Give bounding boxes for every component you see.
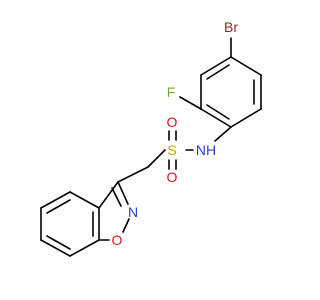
- aryl-ring: [200, 56, 262, 128]
- bromine-atom-label: Br: [224, 19, 238, 35]
- molecule-drawing: Br F NH S O O N O: [40, 19, 262, 257]
- sulfonyl-oxygen-lower-label: O: [167, 169, 178, 185]
- bond-c-f: [179, 96, 202, 110]
- bond-c-n: [214, 126, 232, 142]
- ring-nitrogen-label: N: [128, 204, 138, 220]
- fluorine-atom-label: F: [167, 84, 176, 100]
- benzisoxazole-ring: [40, 181, 130, 257]
- bond: [40, 239, 71, 257]
- bond: [206, 104, 230, 120]
- bond: [111, 187, 122, 207]
- ring-oxygen-label: O: [112, 232, 123, 248]
- bond: [117, 181, 129, 205]
- bond: [69, 191, 100, 209]
- structure-canvas: Br F NH S O O N O: [40, 19, 262, 257]
- bond: [200, 108, 232, 128]
- bond-s-ch2: [147, 149, 166, 168]
- bond-ch2-c3: [117, 166, 149, 183]
- bond: [98, 181, 119, 209]
- nh-atom-label: NH: [196, 142, 216, 158]
- sulfonyl-oxygen-upper-label: O: [167, 114, 178, 130]
- bond: [200, 56, 232, 76]
- bond: [46, 235, 71, 250]
- bond: [69, 239, 100, 257]
- bond: [122, 218, 130, 233]
- bond: [230, 56, 262, 76]
- bond: [230, 108, 262, 128]
- bond: [46, 199, 71, 214]
- bond: [206, 64, 230, 80]
- sulfur-atom-label: S: [167, 142, 176, 158]
- bond: [40, 191, 71, 209]
